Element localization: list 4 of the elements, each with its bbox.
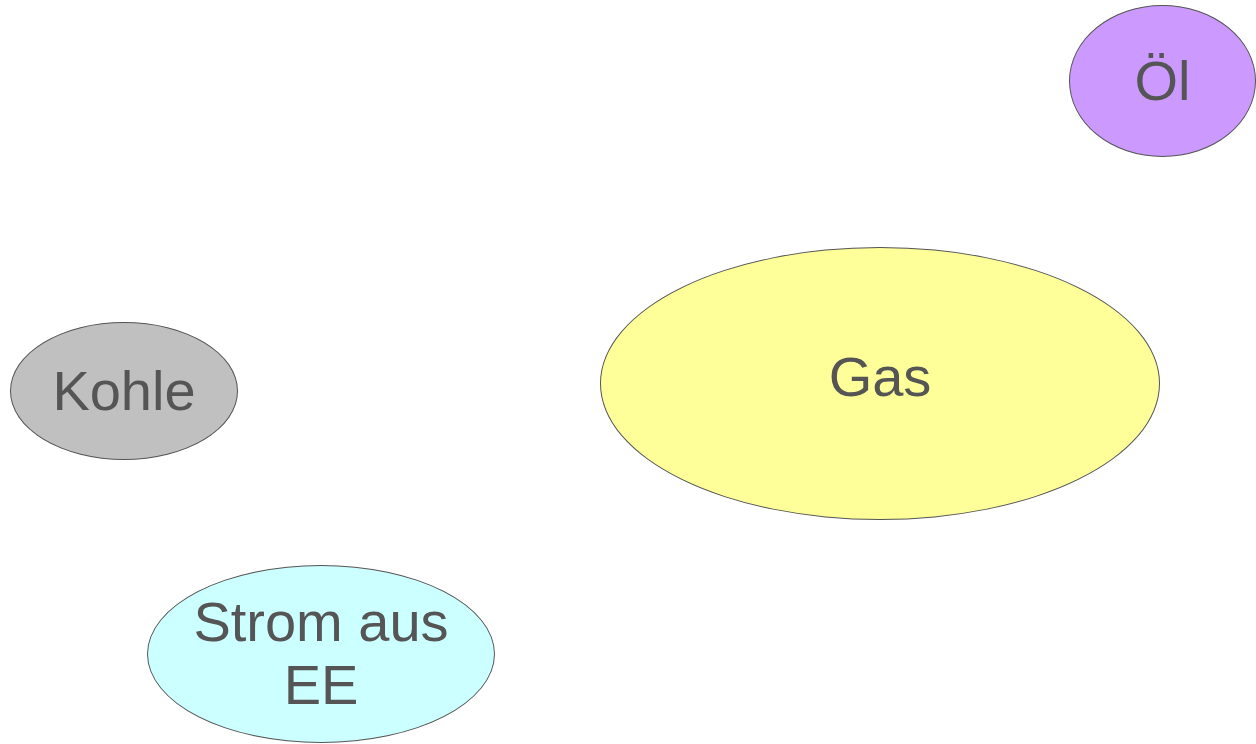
node-label: Öl [1134, 49, 1191, 113]
node-label: Gas [828, 346, 932, 409]
node-label: Kohle [52, 359, 196, 423]
node-label: Strom aus EE [192, 591, 450, 717]
